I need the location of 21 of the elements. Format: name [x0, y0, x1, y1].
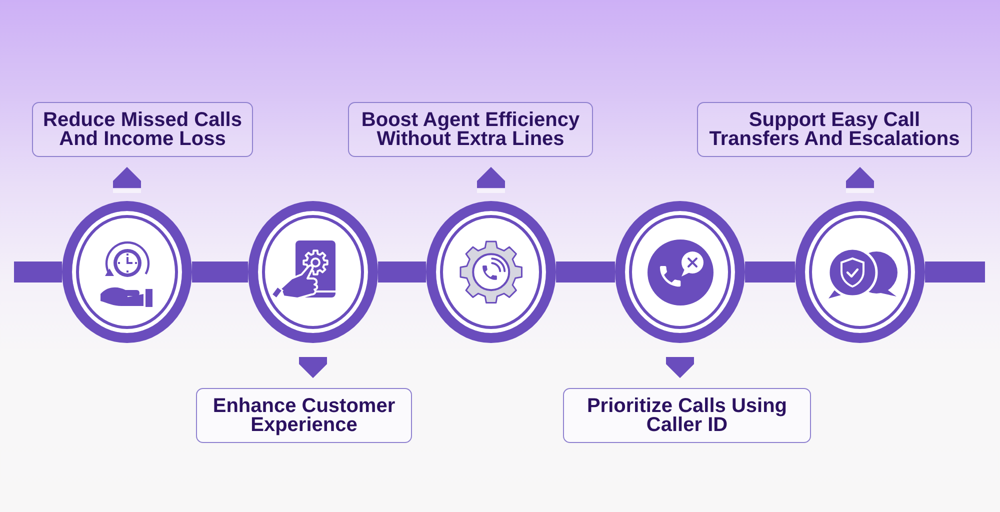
pointer-arrow	[846, 167, 874, 188]
benefit-card	[196, 388, 412, 443]
timeline-bar	[192, 262, 248, 282]
timeline-bar	[556, 262, 615, 282]
timeline-bar	[378, 262, 426, 282]
benefit-card	[32, 102, 253, 157]
pointer-arrow	[113, 167, 141, 188]
benefit-text: Reduce Missed Calls And Income Loss	[42, 110, 243, 148]
benefit-text: Enhance Customer Experience	[212, 396, 396, 434]
benefit-text: Support Easy Call Transfers And Escalations	[708, 110, 961, 148]
benefit-card	[348, 102, 593, 157]
pointer-arrow	[299, 357, 327, 378]
pointer-arrow	[666, 357, 694, 378]
benefit-card	[697, 102, 972, 157]
benefit-card	[563, 388, 811, 443]
benefit-text: Boost Agent Efficiency Without Extra Lines	[360, 110, 581, 148]
pointer-arrow	[477, 167, 505, 188]
benefit-text: Prioritize Calls Using Caller ID	[586, 396, 788, 434]
timeline-bar	[925, 262, 985, 282]
timeline-bar	[14, 262, 62, 282]
timeline-bar	[745, 262, 795, 282]
